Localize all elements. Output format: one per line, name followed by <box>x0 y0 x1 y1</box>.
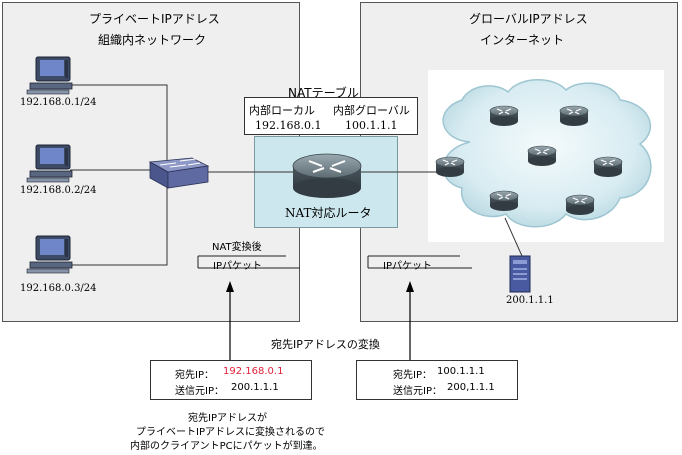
left-src-label: 送信元IP： <box>175 386 224 397</box>
nat-table-title: NATテーブル <box>288 86 359 100</box>
server-ip: 200.1.1.1 <box>506 295 554 306</box>
pc-icon <box>26 144 73 183</box>
host-ip-3: 192.168.0.3/24 <box>20 283 97 294</box>
right-dst-label: 宛先IP： <box>393 370 432 381</box>
nat-after-label: NAT変換後 <box>212 242 262 253</box>
nat-table-header-local: 内部ローカル <box>249 104 315 117</box>
conversion-label: 宛先IPアドレスの変換 <box>271 338 380 351</box>
left-dst-value: 192.168.0.1 <box>223 366 284 377</box>
left-dst-label: 宛先IP： <box>175 370 214 381</box>
pc-icon <box>26 235 73 274</box>
server-icon <box>509 255 531 293</box>
nat-table: 内部ローカル 内部グローバル 192.168.0.1 100.1.1.1 <box>244 97 418 135</box>
right-src-label: 送信元IP： <box>393 386 442 397</box>
arrow-up-left <box>226 281 234 292</box>
right-src-value: 200,1.1.1 <box>447 382 495 393</box>
right-header-box: 宛先IP： 100.1.1.1 送信元IP： 200,1.1.1 <box>356 360 518 400</box>
internet-zone-title: グローバルIPアドレス <box>469 12 588 26</box>
nat-table-local-ip: 192.168.0.1 <box>255 119 322 132</box>
note-line-1: 宛先IPアドレスが <box>188 413 267 424</box>
host-ip-2: 192.168.0.2/24 <box>20 185 97 196</box>
ip-packet-left: IPパケット <box>213 261 262 272</box>
note-line-2: プライベートIPアドレスに変換されるので <box>136 427 325 438</box>
internet-zone-subtitle: インターネット <box>480 33 565 47</box>
host-ip-1: 192.168.0.1/24 <box>20 97 97 108</box>
switch-icon <box>148 157 210 189</box>
left-header-box: 宛先IP： 192.168.0.1 送信元IP： 200.1.1.1 <box>150 360 312 400</box>
note-line-3: 内部のクライアントPCにパケットが到達。 <box>130 441 323 452</box>
private-zone-title: プライベートIPアドレス <box>89 12 220 26</box>
pc-icon <box>26 56 73 95</box>
arrow-up-right <box>406 281 414 292</box>
nat-router-icon <box>292 153 362 198</box>
nat-table-header-global: 内部グローバル <box>333 104 410 117</box>
ip-packet-right: IPパケット <box>383 261 432 272</box>
right-dst-value: 100.1.1.1 <box>437 366 485 377</box>
private-zone-subtitle: 組織内ネットワーク <box>98 33 207 47</box>
left-src-value: 200.1.1.1 <box>231 382 279 393</box>
nat-router-label: NAT対応ルータ <box>285 206 372 220</box>
nat-table-global-ip: 100.1.1.1 <box>345 119 398 132</box>
